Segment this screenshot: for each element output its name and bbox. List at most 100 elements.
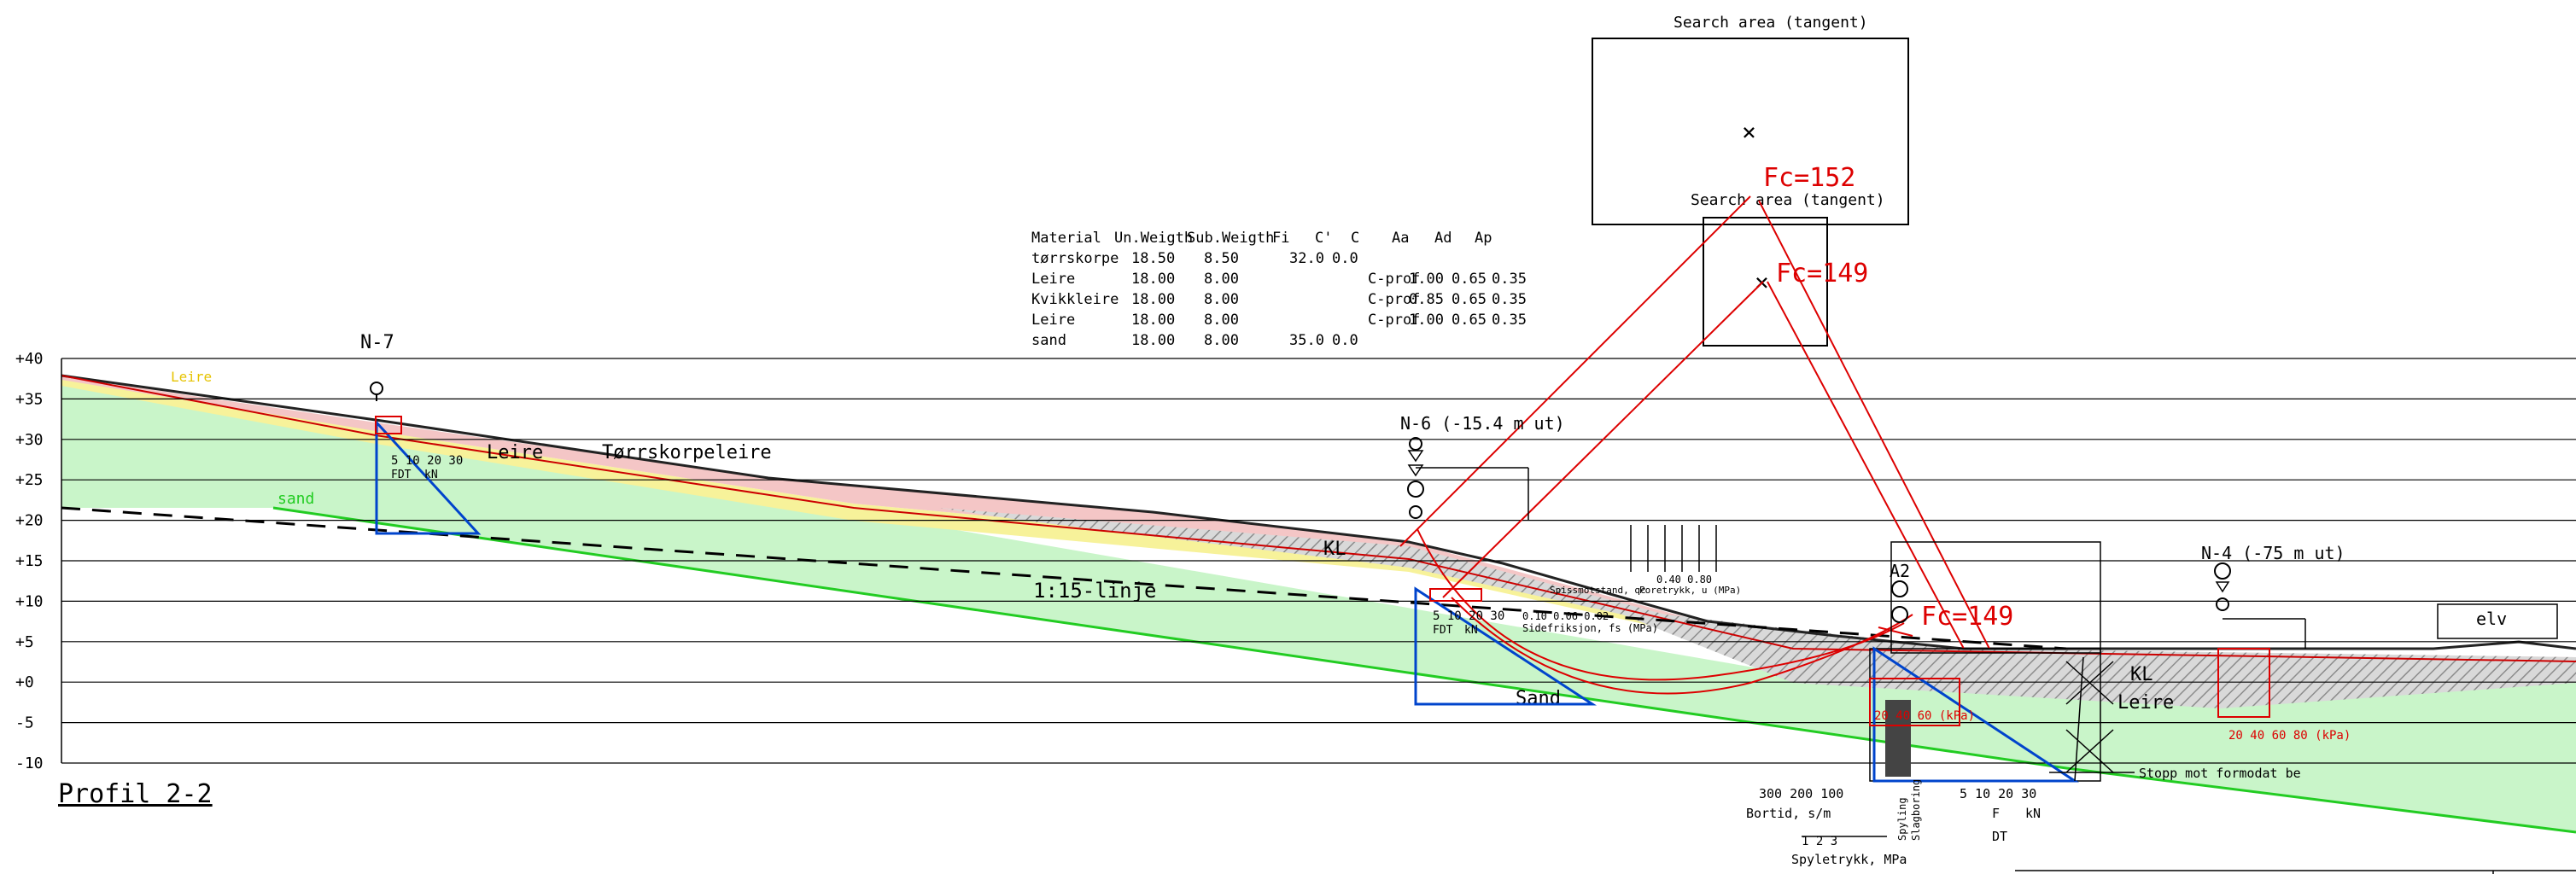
borehole-n7: N-7 5 10 20 30 FDT kN [360,332,482,535]
borehole-a2-label: A2 [1890,561,1910,581]
table-cell: 0.35 [1492,312,1527,329]
label-torrskorpe: Tørrskorpeleire [602,442,772,463]
table-cell: 18.50 [1131,250,1175,267]
svg-text:Spyling: Spyling [1896,797,1908,841]
svg-text:Spyletrykk, MPa: Spyletrykk, MPa [1791,852,1907,867]
borehole-n6-label: N-6 (-15.4 m ut) [1400,413,1565,434]
search-area-lower-label: Search area (tangent) [1691,191,1885,209]
table-cell: C-prof [1368,271,1420,288]
svg-text:5 10 20 30: 5 10 20 30 [1433,609,1504,623]
table-cell: 0.0 [1332,250,1358,267]
svg-text:0.40 0.80: 0.40 0.80 [1656,574,1712,586]
elevation-label: +25 [15,471,44,489]
table-header: Ad [1434,230,1452,247]
table-cell: 8.00 [1204,291,1239,308]
label-leire-top: Leire [487,442,543,463]
svg-text:Spissmotstand, qc: Spissmotstand, qc [1550,585,1646,596]
table-cell: 0.65 [1452,271,1487,288]
elevation-labels: +40+35+30+25+20+15+10+5+0-5-10 [15,350,44,772]
svg-text:300 200 100: 300 200 100 [1759,786,1843,801]
table-header: Fi [1272,230,1289,247]
svg-text:Poretrykk, u (MPa): Poretrykk, u (MPa) [1639,585,1741,596]
table-header: Material [1031,230,1101,247]
slope-1-15-line [61,506,2067,650]
table-cell: Leire [1031,312,1075,329]
svg-text:5 10 20 30: 5 10 20 30 [391,454,463,468]
table-cell: 8.00 [1204,271,1239,288]
table-cell: 18.00 [1131,271,1175,288]
factor-fc-149-upper: Fc=149 [1776,259,1868,288]
borehole-n4-label: N-4 (-75 m ut) [2201,543,2345,563]
table-header: C [1351,230,1359,247]
label-kl-1: KL [1323,539,1346,560]
label-kl-2: KL [2130,664,2153,685]
table-cell: 35.0 [1289,332,1324,349]
table-cell: 8.00 [1204,332,1239,349]
svg-text:0.10 0.06 0.02: 0.10 0.06 0.02 [1522,610,1609,622]
table-cell: C-prof [1368,312,1420,329]
table-cell: 0.35 [1492,271,1527,288]
svg-text:FDT: FDT [1433,624,1453,637]
svg-text:Bortid, s/m: Bortid, s/m [1746,806,1831,821]
label-leire-yellow: Leire [171,369,212,385]
label-sand: Sand [1516,688,1561,709]
search-area-upper-label: Search area (tangent) [1674,14,1868,32]
elevation-label: +35 [15,390,44,408]
label-elv: elv [2476,609,2507,629]
factor-fc-152: Fc=152 [1763,163,1855,193]
slip-lines [1399,195,1990,695]
svg-text:kN: kN [424,469,438,481]
table-cell: 1.00 [1409,271,1444,288]
table-cell: 0.85 [1409,291,1444,308]
elevation-label: -5 [15,714,34,732]
table-cell: 0.65 [1452,291,1487,308]
search-area-upper [1592,38,1909,225]
table-cell: sand [1031,332,1066,349]
elevation-label: +15 [15,552,44,570]
table-cell: 8.00 [1204,312,1239,329]
table-header: Un.Weigth [1114,230,1193,247]
sand-boundary-line [272,506,2576,834]
borehole-n7-label: N-7 [360,332,394,353]
svg-text:Sidefriksjon, fs (MPa): Sidefriksjon, fs (MPa) [1522,622,1658,634]
svg-text:Slagboring: Slagboring [1910,779,1922,841]
slope-1-15-label: 1:15-linje [1033,579,1157,603]
borehole-n4: N-4 (-75 m ut) 20 40 60 80 (kPa) [2201,543,2351,743]
table-cell: 0.65 [1452,312,1487,329]
table-header: Sub.Weigth [1187,230,1274,247]
elevation-label: -10 [15,755,44,772]
svg-text:Stopp mot formodat be: Stopp mot formodat be [2139,766,2301,781]
label-sand-green: sand [277,490,314,508]
table-cell: tørrskorpe [1031,250,1119,267]
table-header: Ap [1475,230,1492,247]
elevation-label: +20 [15,512,44,530]
table-cell: Leire [1031,271,1075,288]
kvikkleire-zone [939,508,2576,708]
svg-text:DT: DT [1992,829,2007,844]
table-cell: 18.00 [1131,332,1175,349]
profile-title: Profil 2-2 [58,779,213,809]
elevation-label: +10 [15,592,44,610]
table-header: Aa [1392,230,1409,247]
slope-red-line [61,375,2576,662]
table-cell: 32.0 [1289,250,1324,267]
table-cell: 0.35 [1492,291,1527,308]
elevation-label: +0 [15,673,34,691]
table-cell: 18.00 [1131,312,1175,329]
borehole-a2: A2 20 40 60 (kPa) Stopp mot formodat be … [1746,541,2301,867]
svg-text:kN: kN [1464,624,1478,637]
svg-text:kN: kN [2025,806,2041,821]
elevation-label: +40 [15,350,44,368]
svg-text:20 40 60 80 (kPa): 20 40 60 80 (kPa) [2228,729,2351,743]
table-cell: C-prof [1368,291,1420,308]
elevation-grid [61,358,2576,764]
table-cell: 8.50 [1204,250,1239,267]
svg-text:5 10 20 30: 5 10 20 30 [1960,786,2036,801]
elevation-label: +5 [15,633,34,651]
search-area-lower [1703,217,1828,347]
table-cell: 1.00 [1409,312,1444,329]
svg-text:FDT: FDT [391,469,412,481]
label-leire-right: Leire [2117,692,2174,714]
